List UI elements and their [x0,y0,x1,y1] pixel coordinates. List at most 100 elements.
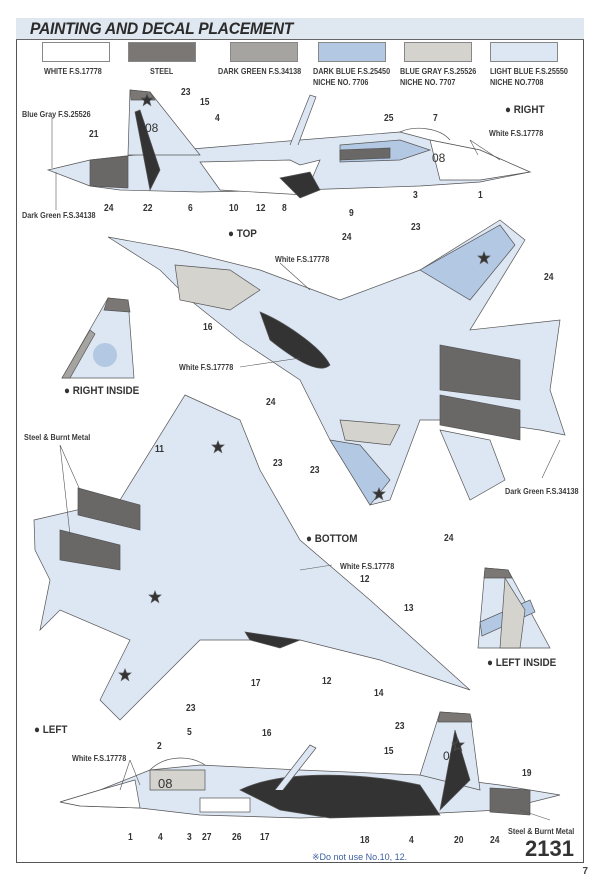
callout: 3 [413,190,418,201]
callout: 10 [229,203,239,214]
callout: 1 [478,190,483,201]
callout: 25 [384,113,394,124]
swatch-label-white: WHITE F.S.17778 [44,66,102,76]
callout: 23 [181,87,191,98]
callout: 12 [256,203,266,214]
annotation-steel-left: Steel & Burnt Metal [508,826,575,836]
swatch-label-dark-green: DARK GREEN F.S.34138 [218,66,302,76]
view-label-bottom: ● BOTTOM [306,533,358,545]
view-label-top: ● TOP [228,228,257,240]
callout: 23 [310,465,320,476]
callout: 16 [262,728,272,739]
view-label-right: ● RIGHT [505,104,545,116]
callout: 7 [433,113,438,124]
svg-text:08: 08 [158,776,172,791]
page-number: 7 [582,866,588,877]
callout: 9 [349,208,354,219]
svg-text:08: 08 [432,151,446,165]
callout: 6 [188,203,193,214]
blue-gray-name: BLUE GRAY F.S.25526 [400,66,477,76]
leader-lines [51,117,561,821]
view-label-left-inside: ● LEFT INSIDE [487,657,557,669]
view-label-right-inside: ● RIGHT INSIDE [64,385,140,397]
callout: 2 [157,741,162,752]
callout: 12 [322,676,332,687]
callout: 3 [187,832,192,843]
svg-text:08: 08 [443,749,457,763]
kit-code: 2131 [525,836,574,861]
swatch-label-blue-gray: BLUE GRAY F.S.25526 NICHE NO. 7707 [400,66,476,88]
annotation-white-top-2: White F.S.17778 [179,362,234,372]
swatch-label-dark-blue: DARK BLUE F.S.25450 NICHE NO. 7706 [313,66,390,88]
view-label-left: ● LEFT [34,724,68,736]
callout: 4 [215,113,220,124]
callout: 24 [544,272,554,283]
callout: 17 [251,678,261,689]
light-blue-niche: NICHE NO.7708 [490,77,544,87]
callout: 26 [232,832,242,843]
page-title: PAINTING AND DECAL PLACEMENT [30,19,294,38]
callout: 12 [360,574,370,585]
right-side-view: 08 08 [46,89,532,199]
swatch-label-steel: STEEL [150,66,174,76]
bottom-view [33,394,471,721]
callout: 18 [360,835,370,846]
callout: 15 [384,746,394,757]
callout: 4 [409,835,414,846]
swatch-white [42,42,110,62]
callout: 21 [89,129,99,140]
callout: 24 [342,232,352,243]
swatch-steel [128,42,196,62]
swatch-label-light-blue: LIGHT BLUE F.S.25550 NICHE NO.7708 [490,66,568,88]
annotation-dark-green-top: Dark Green F.S.34138 [505,486,579,496]
callout: 23 [186,703,196,714]
svg-text:08: 08 [145,121,159,135]
callout: 16 [203,322,213,333]
swatch-dark-blue [318,42,386,62]
callout: 24 [104,203,114,214]
annotation-blue-gray: Blue Gray F.S.25526 [22,109,91,119]
callout: 11 [155,444,164,455]
callout: 27 [202,832,212,843]
callout: 8 [282,203,287,214]
left-inside-label: LEFT INSIDE [495,657,557,669]
left-side-view: 08 08 [59,711,561,819]
title-bar [16,18,584,40]
blue-gray-niche: NICHE NO. 7707 [400,77,456,87]
callout: 24 [444,533,454,544]
dark-blue-niche: NICHE NO. 7706 [313,77,369,87]
usage-note: ※Do not use No.10, 12. [312,852,408,862]
callout: 19 [522,768,532,779]
top-label: TOP [236,228,257,240]
annotation-white-left: White F.S.17778 [72,753,127,763]
dark-blue-name: DARK BLUE F.S.25450 [313,66,391,76]
swatch-light-blue [490,42,558,62]
callout: 17 [260,832,270,843]
swatch-dark-green [230,42,298,62]
bottom-label: BOTTOM [314,533,358,545]
annotation-white-bottom: White F.S.17778 [340,561,395,571]
callout: 20 [454,835,464,846]
callout: 24 [490,835,500,846]
right-inside-fin [61,297,135,379]
callout: 23 [411,222,421,233]
callout: 4 [158,832,163,843]
right-inside-label: RIGHT INSIDE [72,385,140,397]
left-inside-fin [477,567,551,649]
light-blue-name: LIGHT BLUE F.S.25550 [490,66,568,76]
top-view [107,219,566,506]
annotation-dark-green-right: Dark Green F.S.34138 [22,210,96,220]
right-label: RIGHT [513,104,545,116]
callout: 14 [374,688,384,699]
callout: 23 [273,458,283,469]
callout: 5 [187,727,192,738]
callout: 22 [143,203,153,214]
callout: 24 [266,397,276,408]
callout: 13 [404,603,414,614]
callout: 1 [128,832,133,843]
swatch-blue-gray [404,42,472,62]
left-label: LEFT [42,724,68,736]
annotation-white-right: White F.S.17778 [489,128,544,138]
annotation-white-top-1: White F.S.17778 [275,254,330,264]
annotation-steel-bottom: Steel & Burnt Metal [24,432,91,442]
